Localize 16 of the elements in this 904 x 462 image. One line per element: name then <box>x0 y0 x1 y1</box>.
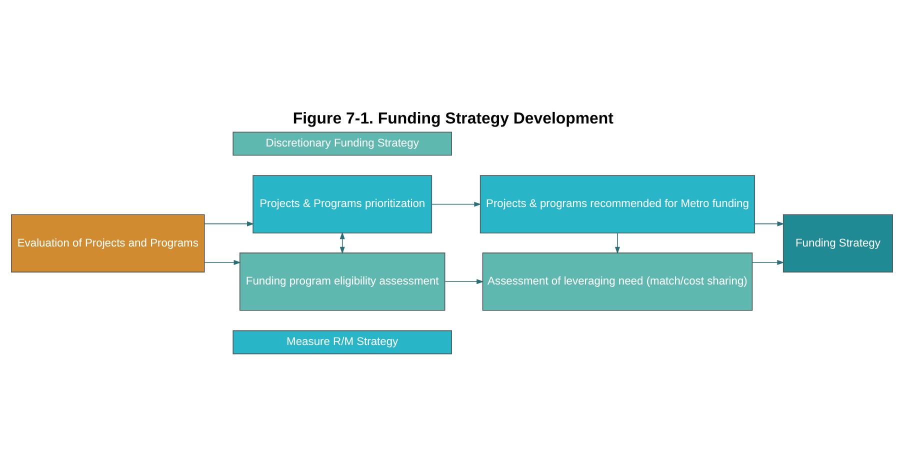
node-box: Projects & Programs prioritization <box>252 175 432 234</box>
arrow <box>614 232 620 254</box>
arrow <box>752 260 784 266</box>
node-box: Funding program eligibility assessment <box>239 252 446 311</box>
node-box: Projects & programs recommended for Metro funding <box>480 175 756 234</box>
node-box: Measure R/M Strategy <box>232 330 452 354</box>
arrow <box>444 279 484 284</box>
diagram-title: Figure 7-1. Funding Strategy Development <box>292 110 614 128</box>
node-box: Evaluation of Projects and Programs <box>11 214 205 272</box>
arrow <box>754 221 784 226</box>
node-box: Funding Strategy <box>782 214 893 272</box>
arrow <box>204 260 241 266</box>
node-box: Discretionary Funding Strategy <box>232 132 452 156</box>
node-box: Assessment of leveraging need (match/cost sharing) <box>482 252 753 311</box>
arrow <box>431 202 482 207</box>
arrow <box>204 221 254 226</box>
